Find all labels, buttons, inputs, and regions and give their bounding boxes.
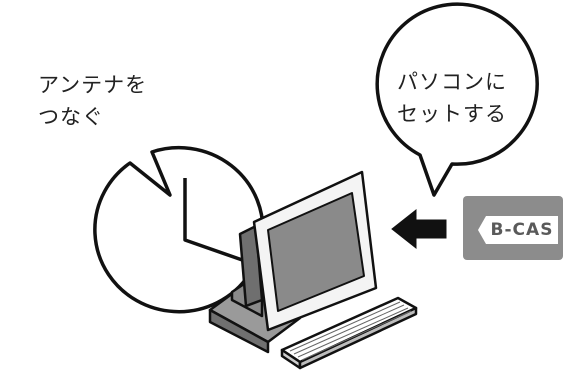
arrow-icon	[391, 208, 447, 250]
antenna-bubble-line-2: つなぐ	[38, 105, 104, 129]
antenna-cable	[183, 178, 249, 264]
card-label: B-CAS	[490, 220, 554, 240]
computer-monitor	[208, 170, 378, 354]
antenna-bubble-text: アンテナを つなぐ	[38, 69, 147, 133]
antenna-bubble-line-1: アンテナを	[38, 73, 148, 97]
card-bubble-line-2: セットする	[397, 102, 507, 126]
monitor-screen	[267, 192, 365, 312]
speech-bubble-card	[375, 2, 539, 197]
keyboard	[280, 296, 418, 370]
b-cas-card	[463, 196, 563, 260]
speech-bubble-antenna	[93, 145, 265, 314]
card-bubble-text: パソコンに セットする	[397, 66, 507, 130]
card-bubble-line-1: パソコンに	[397, 70, 507, 94]
card-label-tag	[478, 216, 558, 244]
